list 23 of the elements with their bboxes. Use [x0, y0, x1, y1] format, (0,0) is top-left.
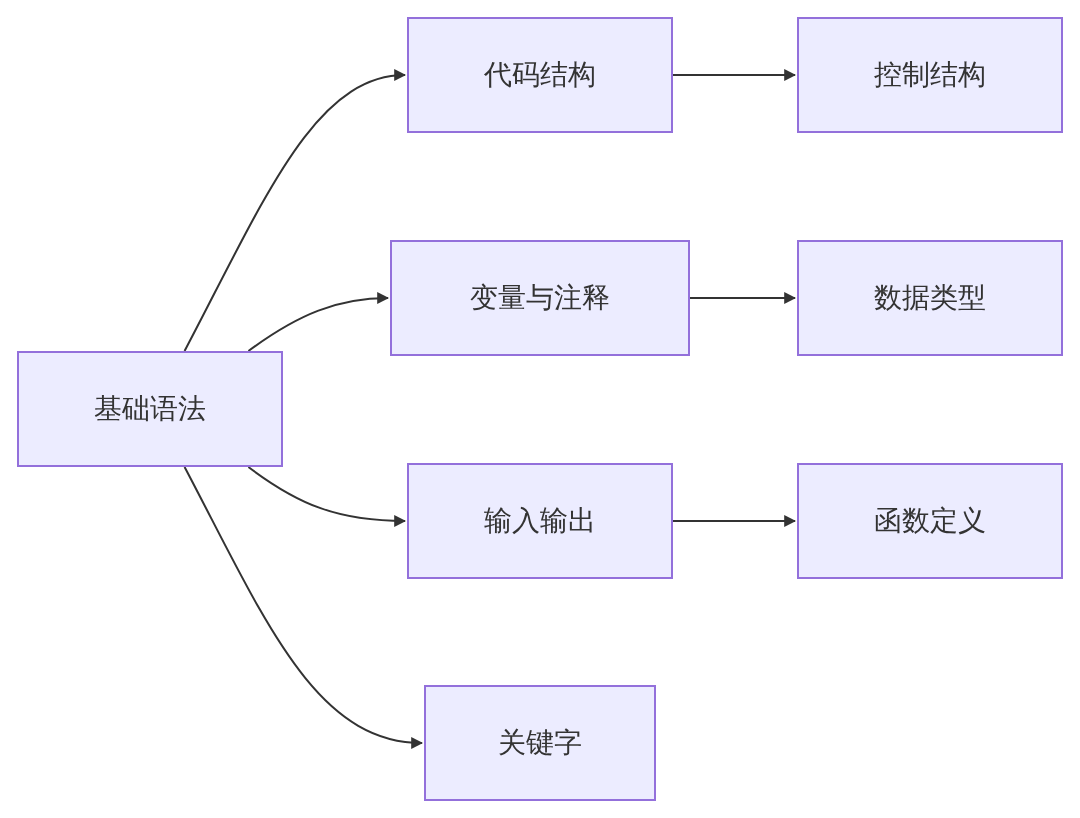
- process-box: [407, 17, 673, 133]
- process-box: [17, 351, 283, 467]
- process-box: [797, 17, 1063, 133]
- node-label: 变量与注释: [470, 280, 610, 316]
- node-label: 关键字: [498, 725, 582, 761]
- arrow: [689, 292, 797, 304]
- arrow: [672, 515, 797, 527]
- arrow: [247, 292, 390, 352]
- process-box: [797, 463, 1063, 579]
- node-label: 数据类型: [874, 280, 986, 316]
- node-label: 基础语法: [94, 391, 206, 427]
- node-label: 代码结构: [484, 57, 596, 93]
- arrow: [183, 466, 424, 748]
- arrow: [183, 70, 407, 352]
- arrow: [247, 466, 407, 527]
- node-label: 函数定义: [874, 503, 986, 539]
- node-label: 控制结构: [874, 57, 986, 93]
- node-label: 输入输出: [484, 503, 596, 539]
- arrow: [672, 69, 797, 81]
- process-box: [797, 240, 1063, 356]
- process-box: [390, 240, 690, 356]
- process-box: [407, 463, 673, 579]
- process-box: [424, 685, 656, 801]
